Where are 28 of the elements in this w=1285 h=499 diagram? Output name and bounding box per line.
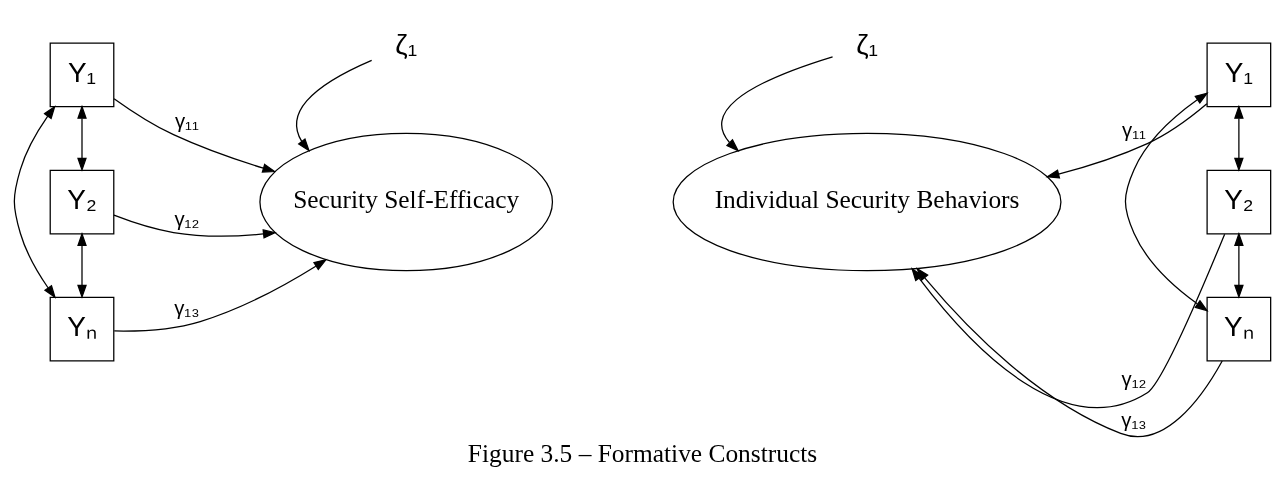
arrow — [916, 267, 1223, 438]
arrow — [296, 59, 373, 153]
node-box: Yₙ — [49, 296, 115, 362]
arrow — [1234, 104, 1244, 172]
node-text: ζ₁ — [856, 29, 878, 61]
arrow — [77, 232, 87, 299]
edge-label: γ₁₂ — [174, 207, 200, 230]
arrow — [77, 104, 87, 172]
node-box: Y₁ — [1206, 42, 1272, 108]
arrow — [1124, 92, 1209, 312]
edge-label: γ₁₁ — [1122, 118, 1146, 141]
edge-label: γ₁₁ — [174, 110, 199, 133]
arrow — [113, 98, 277, 173]
arrow — [13, 105, 57, 299]
edge-label: γ₁₃ — [174, 296, 200, 319]
node-box: Y₂ — [49, 169, 115, 235]
node-box: Yₙ — [1206, 296, 1272, 362]
arrow — [1234, 232, 1244, 299]
arrow — [1045, 103, 1208, 179]
node-text: ζ₁ — [395, 29, 418, 61]
arrow — [113, 214, 277, 239]
caption: Figure 3.5 – Formative Constructs — [467, 439, 818, 468]
node-box: Y₁ — [49, 42, 115, 108]
edge-label: γ₁₂ — [1121, 368, 1147, 391]
edge-label: γ₁₃ — [1121, 408, 1147, 431]
arrow — [721, 56, 834, 152]
arrow — [113, 258, 328, 332]
node-box: Y₂ — [1206, 169, 1272, 235]
